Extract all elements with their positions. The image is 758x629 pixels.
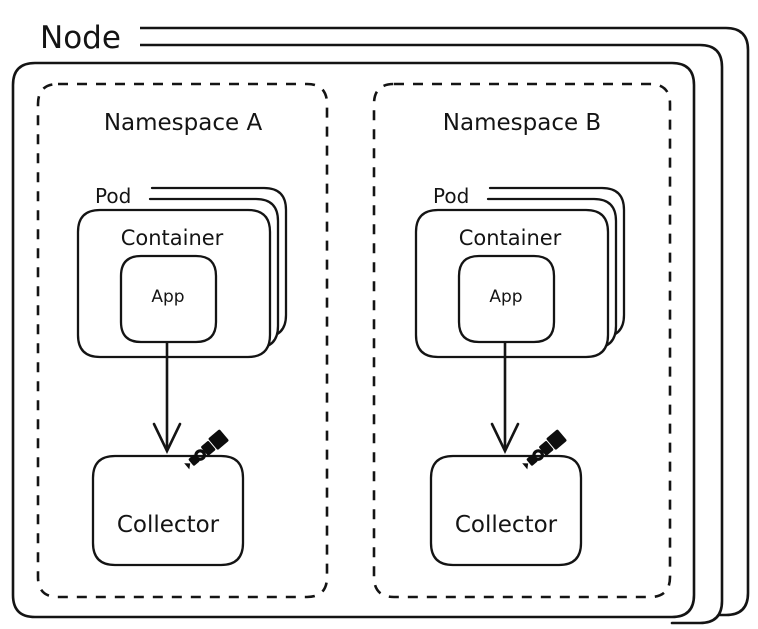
namespace-a-group: Namespace A Pod Container App [36, 82, 329, 599]
namespace-b-group: Namespace B Pod Container App [372, 82, 672, 599]
pod-a-label-backdrop [93, 182, 141, 208]
namespace-a-label: Namespace A [104, 110, 263, 136]
app-to-collector-arrow-b [490, 342, 520, 454]
container-b-label: Container [459, 226, 562, 250]
collector-b-box [429, 454, 583, 567]
namespace-b-label: Namespace B [443, 110, 601, 136]
namespace-a-boundary [36, 82, 329, 599]
telescope-icon [184, 429, 229, 470]
pod-b-label-backdrop [431, 182, 479, 208]
collector-a-label: Collector [117, 512, 220, 538]
node-label-backdrop [36, 14, 140, 56]
app-a-label: App [151, 287, 184, 307]
node-label: Node [40, 20, 121, 56]
app-b-box [457, 254, 556, 344]
pod-b-label: Pod [433, 184, 469, 208]
collector-a-box [91, 454, 245, 567]
container-a-label: Container [121, 226, 224, 250]
app-a-box [119, 254, 218, 344]
telescope-icon [522, 429, 567, 470]
app-b-label: App [489, 287, 522, 307]
app-to-collector-arrow-a [152, 342, 182, 454]
pod-a-label: Pod [95, 184, 131, 208]
collector-b-label: Collector [455, 512, 558, 538]
namespace-b-boundary [372, 82, 672, 599]
